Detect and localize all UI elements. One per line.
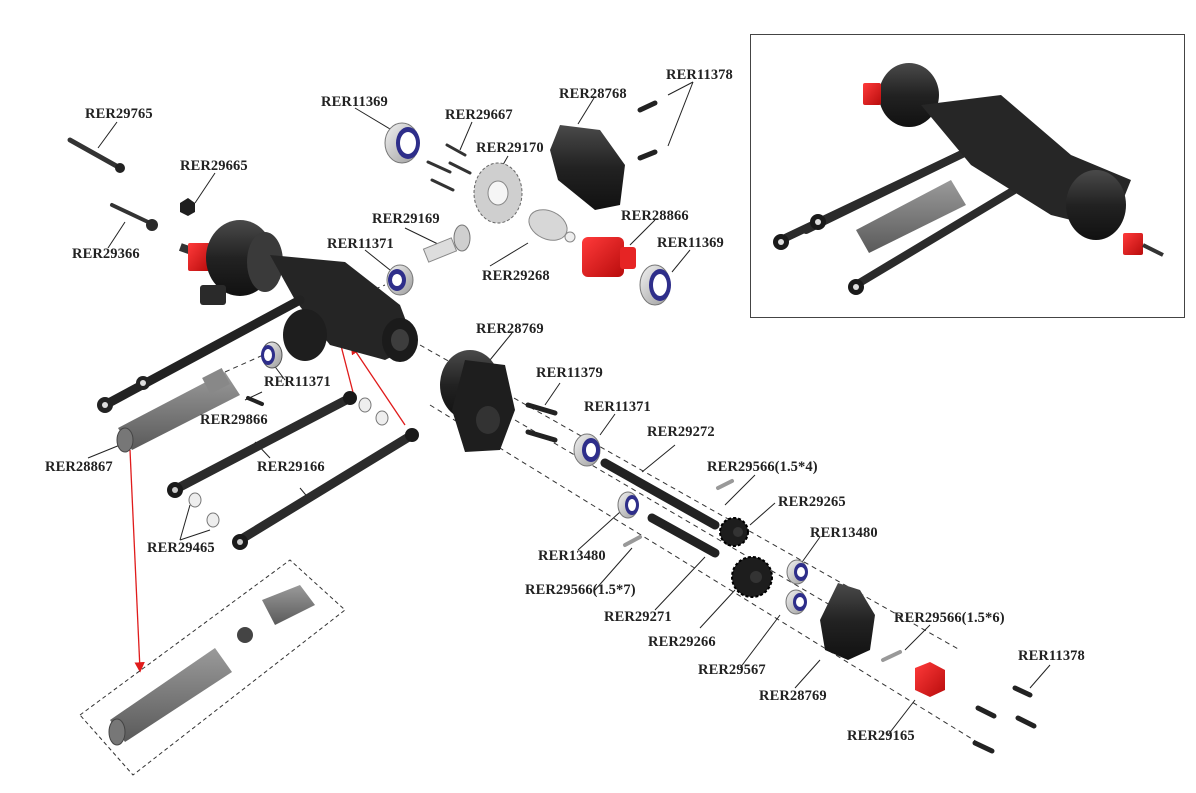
label-rer28768: RER28768: [559, 86, 627, 102]
screw-rer29765: [67, 137, 123, 171]
label-rer29465: RER29465: [147, 540, 215, 556]
label-rer29765: RER29765: [85, 106, 153, 122]
driveshaft-rer28867: [116, 367, 240, 453]
detail-callout-box: [79, 559, 346, 776]
ring-gear-rer29170: [473, 162, 523, 224]
spool-rer29268: [528, 209, 576, 243]
gear-rer29266: [731, 556, 773, 598]
bearing-rer11371-left: [261, 341, 283, 369]
label-rer11371-mid: RER11371: [584, 399, 651, 415]
gear-rer29265: [719, 517, 749, 547]
bearing-rer13480-left: [617, 491, 639, 519]
label-rer29667: RER29667: [445, 107, 513, 123]
label-rer11378-top: RER11378: [666, 67, 733, 83]
label-rer29866: RER29866: [200, 412, 268, 428]
label-rer28769-bottom: RER28769: [759, 688, 827, 704]
label-rer29366: RER29366: [72, 246, 140, 262]
shaft-rer29271: [647, 513, 720, 558]
bearing-rer13480-right: [786, 559, 808, 585]
label-rer13480-right: RER13480: [810, 525, 878, 541]
label-rer29271: RER29271: [604, 609, 672, 625]
label-rer11369-right: RER11369: [657, 235, 724, 251]
label-rer11378-bottom: RER11378: [1018, 648, 1085, 664]
ballstud-rer29366: [110, 203, 150, 224]
label-rer28866: RER28866: [621, 208, 689, 224]
pin-rer29566-1-5x7: [623, 535, 642, 547]
shaft-rer29272: [600, 458, 720, 530]
pinion-rer29169: [422, 224, 471, 263]
label-rer11369-top: RER11369: [321, 94, 388, 110]
leader-lines: [87, 81, 1051, 736]
label-rer28867: RER28867: [45, 459, 113, 475]
nut-rer29665: [180, 198, 195, 216]
label-rer11371-top: RER11371: [327, 236, 394, 252]
pin-rer29566-1-5x6: [881, 650, 902, 662]
label-rer29165: RER29165: [847, 728, 915, 744]
label-rer29272: RER29272: [647, 424, 715, 440]
axle-assembly-main: [178, 220, 418, 362]
label-rer29566-1-5x7: RER29566(1.5*7): [525, 582, 636, 598]
diff-cover-rer28768: [550, 125, 625, 210]
label-rer29265: RER29265: [778, 494, 846, 510]
screws-rer11379: [525, 402, 558, 443]
driveshaft-detail: [108, 585, 315, 746]
pin-rer29566-1-5x4: [716, 479, 734, 490]
bearing-rer11371-top: [386, 264, 414, 296]
label-rer28769-top: RER28769: [476, 321, 544, 337]
label-rer29169: RER29169: [372, 211, 440, 227]
bushings-rer29465: [188, 397, 389, 528]
label-rer29567: RER29567: [698, 662, 766, 678]
label-rer29268: RER29268: [482, 268, 550, 284]
diff-case-rer28866: [582, 237, 636, 277]
bearing-rer11369-top: [384, 122, 420, 164]
hex-hub-rer29165: [915, 662, 945, 697]
screws-rer11378-bottom: [972, 685, 1037, 754]
label-rer11371-left: RER11371: [264, 374, 331, 390]
label-rer29170: RER29170: [476, 140, 544, 156]
label-rer29266: RER29266: [648, 634, 716, 650]
screws-rer11378-top: [637, 100, 658, 161]
link-rod-upper: [97, 295, 305, 413]
bearing-rer11369-right: [639, 264, 671, 306]
label-rer29566-1-5x4: RER29566(1.5*4): [707, 459, 818, 475]
label-rer11379: RER11379: [536, 365, 603, 381]
assembly-axis-lines: [224, 284, 991, 751]
link-rods-rer29166: [167, 391, 419, 550]
label-rer13480-left: RER13480: [538, 548, 606, 564]
label-rer29665: RER29665: [180, 158, 248, 174]
assembled-view-inset: [750, 34, 1185, 318]
label-rer29166: RER29166: [257, 459, 325, 475]
bearing-rer29567: [785, 589, 807, 615]
bearing-rer11371-mid: [573, 433, 601, 467]
cover-rer28769-bottom: [820, 583, 875, 660]
label-rer29566-1-5x6: RER29566(1.5*6): [894, 610, 1005, 626]
screws-rer29667: [426, 143, 472, 192]
housing-rer28769: [440, 350, 515, 452]
